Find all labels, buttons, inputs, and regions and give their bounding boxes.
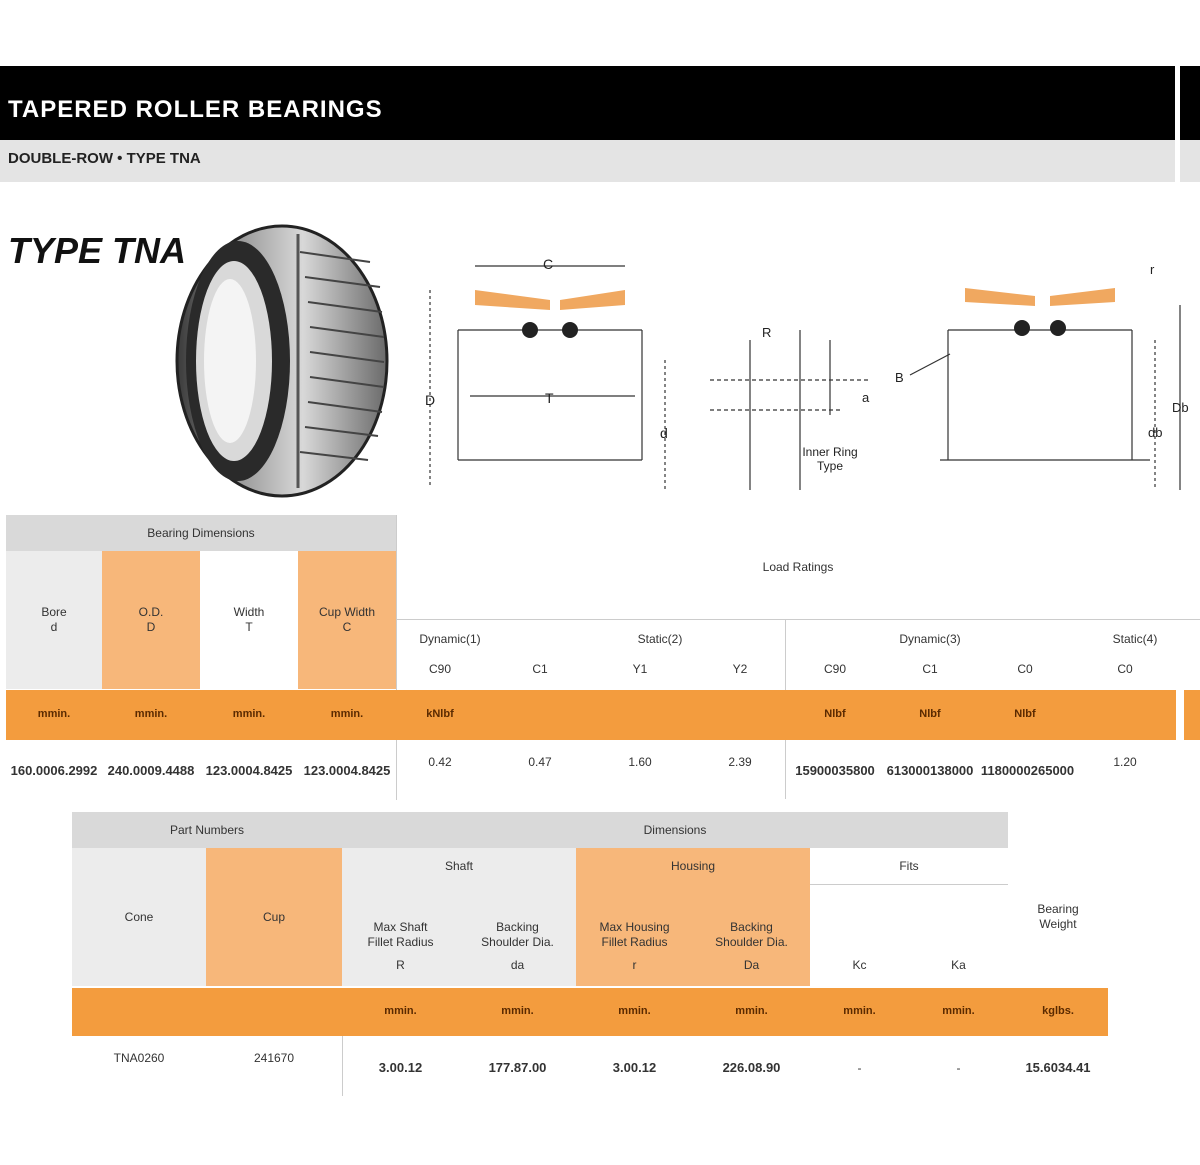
sym: Da (743, 957, 760, 972)
subgroup-dynamic-2: Dynamic(3) (899, 631, 961, 646)
unit: mm in. (501, 1005, 534, 1018)
table-cell-weight: 15.60 34.41 (1025, 1059, 1091, 1075)
table-cell: 0.42 (428, 754, 452, 769)
table-cell: 3.0 0.12 (378, 1059, 423, 1075)
subcol: C0 (1017, 661, 1033, 676)
table-cell-cup: 241670 (253, 1050, 295, 1065)
unit: mm in. (843, 1005, 876, 1018)
dimension-diagrams (429, 265, 1181, 490)
subcol: C1 (922, 661, 938, 676)
col-cup-width: Cup Width C (298, 551, 396, 689)
table-cell: 177.8 7.00 (488, 1059, 547, 1075)
unit: mm in. (384, 1005, 417, 1018)
header-edge (1180, 66, 1200, 140)
col-cup: Cup (206, 848, 342, 986)
table-cell: 226.0 8.90 (722, 1059, 781, 1075)
col-housing: Housing (576, 848, 810, 884)
unit: N lbf (824, 708, 846, 721)
units-band-edge (1184, 690, 1200, 740)
table-cell: 2.39 (728, 754, 752, 769)
table-cell: - (956, 1060, 961, 1075)
units-band-2 (72, 988, 1108, 1036)
unit: mm in. (618, 1005, 651, 1018)
label-db: Db (1172, 400, 1189, 415)
label-small-db: db (1148, 425, 1163, 440)
table-cell-bore: 160.000 6.2992 (10, 762, 98, 778)
diagram-caption: Inner Ring Type (802, 445, 858, 473)
unit: kN lbf (426, 708, 454, 721)
unit: kg lbs. (1042, 1005, 1074, 1018)
load-ratings-header: Load Ratings (762, 559, 834, 574)
subcol: Y2 (732, 661, 748, 676)
page-subtitle: DOUBLE-ROW • TYPE TNA (8, 150, 201, 167)
subcol: C90 (823, 661, 846, 676)
subheader-bar (0, 140, 1175, 182)
col-shaft-radius: Max Shaft Fillet Radius (342, 884, 459, 986)
bearing-dimensions-header: Bearing Dimensions (6, 515, 396, 551)
type-title: TYPE TNA (8, 230, 187, 271)
subcol: C1 (532, 661, 548, 676)
sym: r (632, 957, 637, 972)
unit: mm in. (134, 708, 168, 721)
subcol: C0 (1117, 661, 1133, 676)
label-d-outer: D (425, 392, 436, 408)
page-title: TAPERED ROLLER BEARINGS (8, 96, 383, 123)
table-cell: 159000 35800 (795, 762, 875, 778)
col-weight: Bearing Weight (1008, 848, 1108, 986)
col-housing-shoulder: Backing Shoulder Dia. (693, 884, 810, 986)
subgroup-dynamic: Dynamic(1) (419, 631, 481, 646)
subcol: C90 (428, 661, 451, 676)
subcol: Y1 (632, 661, 648, 676)
col-fits: Fits (810, 848, 1008, 884)
label-c: C (543, 256, 554, 272)
sym: R (396, 957, 405, 972)
unit: N lbf (919, 708, 941, 721)
unit: N lbf (1014, 708, 1036, 721)
subgroup-static: Static(2) (637, 631, 683, 646)
col-bore: Bore d (6, 551, 102, 689)
table-cell-cone: TNA0260 (113, 1050, 165, 1065)
unit: mm in. (330, 708, 364, 721)
subgroup-static-2: Static(4) (1112, 631, 1158, 646)
unit: mm in. (942, 1005, 975, 1018)
col-housing-radius: Max Housing Fillet Radius (576, 884, 693, 986)
table-cell-cup-width: 123.000 4.8425 (303, 762, 391, 778)
table-cell-width: 123.000 4.8425 (205, 762, 293, 778)
divider (396, 515, 397, 800)
table-cell: 1180000 265000 (980, 762, 1075, 778)
table-cell: - (857, 1060, 862, 1075)
unit: mm in. (37, 708, 71, 721)
table-cell: 613000 138000 (886, 762, 974, 778)
sym: Ka (951, 957, 966, 972)
label-t: T (545, 390, 554, 406)
col-shaft-shoulder: Backing Shoulder Dia. (459, 884, 576, 986)
table-cell: 3.0 0.12 (612, 1059, 657, 1075)
divider (342, 1036, 343, 1096)
unit: mm in. (735, 1005, 768, 1018)
label-a: a (862, 390, 870, 405)
bearing-image (175, 224, 389, 498)
label-small-r: r (1150, 262, 1155, 277)
units-band (6, 690, 1176, 740)
divider (810, 884, 1008, 885)
dimensions-header: Dimensions (342, 812, 1008, 848)
label-r: R (762, 325, 772, 340)
table-cell-od: 240.000 9.4488 (107, 762, 195, 778)
col-od: O.D. D (102, 551, 200, 689)
label-b: B (895, 370, 904, 385)
table-cell: 0.47 (528, 754, 552, 769)
header-bar (0, 66, 1175, 140)
sym: da (510, 957, 525, 972)
col-width: Width T (200, 551, 298, 689)
col-shaft: Shaft (342, 848, 576, 884)
divider (396, 619, 1200, 620)
label-d-inner: d (660, 425, 668, 441)
unit: mm in. (232, 708, 266, 721)
table-cell: 1.20 (1113, 754, 1137, 769)
sym: Kc (852, 957, 867, 972)
col-cone: Cone (72, 848, 206, 986)
part-numbers-header: Part Numbers (72, 812, 342, 848)
table-cell: 1.60 (628, 754, 652, 769)
subheader-edge (1180, 140, 1200, 182)
